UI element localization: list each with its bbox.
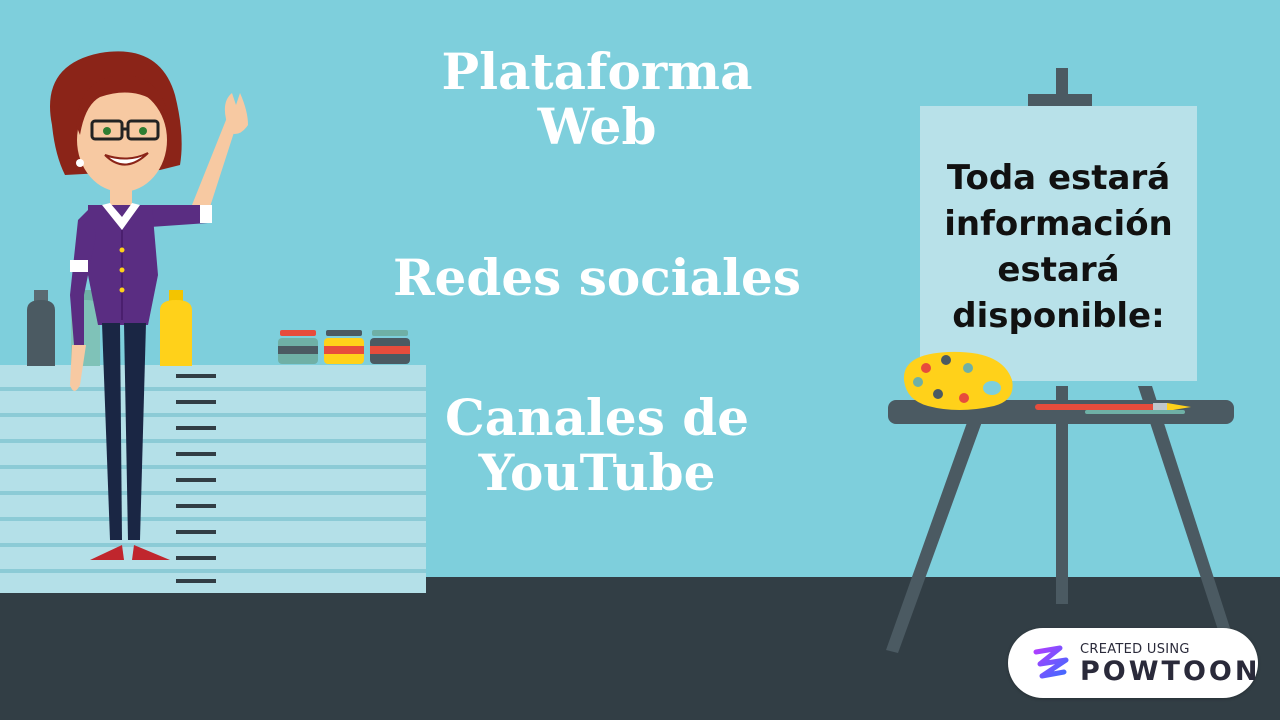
paint-palette xyxy=(903,351,1013,410)
watermark-caption: CREATED USING xyxy=(1080,642,1190,657)
watermark-brand: POWTOON xyxy=(1080,656,1261,687)
headline-redes-sociales: Redes sociales xyxy=(393,248,801,307)
paintbrush xyxy=(1035,403,1191,414)
headline-plataforma-web: Plataforma Web xyxy=(441,42,753,156)
paint-jars xyxy=(278,330,410,364)
shelf xyxy=(0,365,426,593)
paint-bottles xyxy=(27,290,192,366)
board-text: Toda estará información estará disponibl… xyxy=(944,158,1173,336)
headline-canales-youtube: Canales de YouTube xyxy=(444,388,750,502)
powtoon-logo-icon xyxy=(1033,645,1069,679)
easel xyxy=(886,68,1234,653)
powtoon-watermark[interactable]: CREATED USING POWTOON xyxy=(1008,628,1258,698)
teacher-character xyxy=(50,51,248,560)
